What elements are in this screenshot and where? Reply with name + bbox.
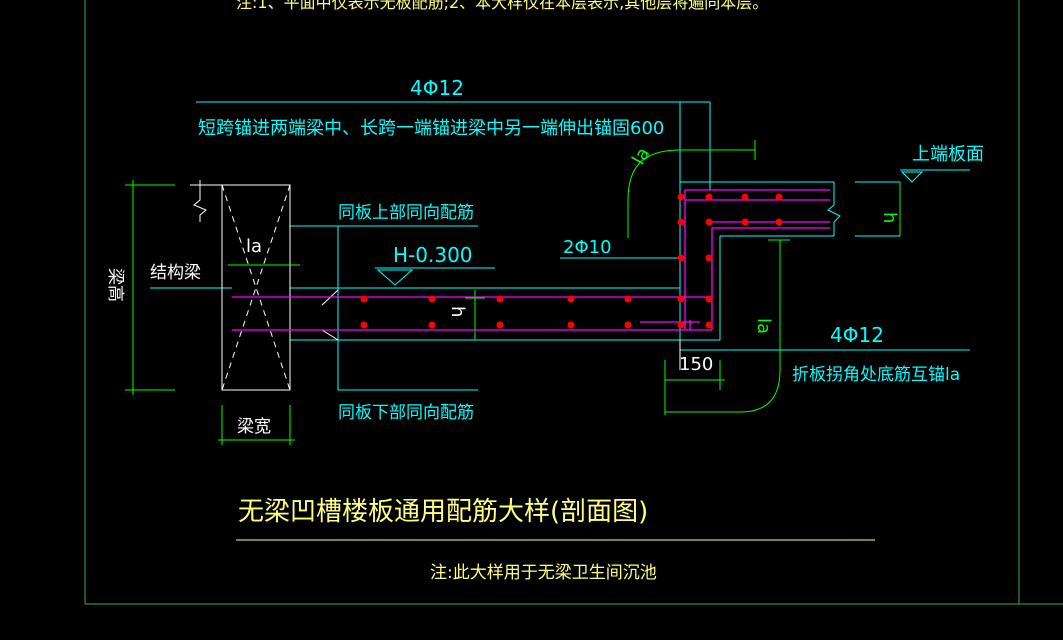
rebar-dot bbox=[496, 321, 504, 329]
left-bar-hook-bottom bbox=[321, 329, 339, 341]
rebar-dot bbox=[567, 295, 575, 303]
main-title: 无梁凹槽楼板通用配筋大样(剖面图) bbox=[238, 497, 648, 527]
upper-slab-surface-label: 上端板面 bbox=[912, 144, 984, 165]
top-bar-spec: 4Φ12 bbox=[410, 76, 464, 100]
mid-bar-spec: 2Φ10 bbox=[563, 237, 612, 258]
beam-height-label: 梁高 bbox=[105, 268, 125, 302]
la-upper-label: la bbox=[628, 144, 654, 168]
la-beam-label: la bbox=[246, 236, 262, 257]
rebar-dot bbox=[775, 218, 783, 226]
rebar-dot bbox=[567, 321, 575, 329]
dimension-lines bbox=[125, 140, 901, 445]
rebar-dot bbox=[677, 321, 685, 329]
elevation-label: H-0.300 bbox=[393, 243, 473, 267]
dim-150-label: 150 bbox=[679, 354, 713, 375]
rebar-dot bbox=[741, 193, 749, 201]
title-note: 注:此大样用于无梁卫生间沉池 bbox=[430, 563, 657, 583]
beam-diagonal-a bbox=[221, 184, 291, 391]
bottom-bar-spec: 4Φ12 bbox=[830, 323, 884, 347]
beam-outline bbox=[221, 184, 291, 391]
same-lower-bars-label: 同板下部同向配筋 bbox=[338, 403, 474, 423]
structural-beam-label: 结构梁 bbox=[150, 263, 201, 283]
elevation-marker bbox=[376, 269, 414, 286]
rebar-dot bbox=[775, 193, 783, 201]
upper-bend-bar-inner bbox=[711, 227, 830, 330]
rebar-dots bbox=[360, 193, 783, 329]
rebar-dot bbox=[705, 295, 713, 303]
beam-diagonal-b bbox=[221, 184, 291, 391]
upper-slab-marker bbox=[900, 171, 924, 183]
anchor-note: 短跨锚进两端梁中、长跨一端锚进梁中另一端伸出锚固600 bbox=[198, 118, 664, 139]
rebar-dot bbox=[496, 295, 504, 303]
h-right-label: h bbox=[879, 212, 900, 223]
beam-break-mark bbox=[193, 180, 207, 222]
rebar-dot bbox=[741, 218, 749, 226]
rebar-dot bbox=[705, 218, 713, 226]
rebar-dot bbox=[624, 321, 632, 329]
la-lower-curve bbox=[739, 240, 781, 413]
rebar-dot bbox=[360, 295, 368, 303]
rebar-dot bbox=[677, 295, 685, 303]
rebar-dot bbox=[428, 295, 436, 303]
top-note: 注:1、平面中仅表示无板配筋;2、本大样仅在本层表示,其他层将遍同本层。 bbox=[236, 0, 768, 12]
same-upper-bars-label: 同板上部同向配筋 bbox=[338, 203, 474, 223]
text-labels: 注:1、平面中仅表示无板配筋;2、本大样仅在本层表示,其他层将遍同本层。 4Φ1… bbox=[105, 0, 984, 583]
rebar-dot bbox=[428, 321, 436, 329]
upper-slab-break-mark bbox=[827, 182, 841, 236]
rebar-dot bbox=[360, 321, 368, 329]
h-mid-label: h bbox=[447, 306, 468, 317]
annotation-lines bbox=[150, 101, 970, 391]
beam-width-label: 梁宽 bbox=[237, 417, 271, 437]
rebar-dot bbox=[705, 321, 713, 329]
rebar-dot bbox=[705, 254, 713, 262]
rebar-dot bbox=[677, 254, 685, 262]
bend-note: 折板拐角处底筋互锚la bbox=[792, 365, 960, 385]
upper-bend-bar-outer bbox=[684, 189, 830, 330]
rebar-dot bbox=[705, 193, 713, 201]
drawing-frame bbox=[84, 0, 1063, 605]
rebar-dot bbox=[677, 218, 685, 226]
rebar-dot bbox=[624, 295, 632, 303]
la-lower-label: la bbox=[753, 318, 774, 334]
rebar-dot bbox=[677, 193, 685, 201]
beam-section bbox=[190, 180, 681, 391]
la-upper-curve bbox=[627, 149, 755, 238]
rebars bbox=[232, 189, 830, 331]
